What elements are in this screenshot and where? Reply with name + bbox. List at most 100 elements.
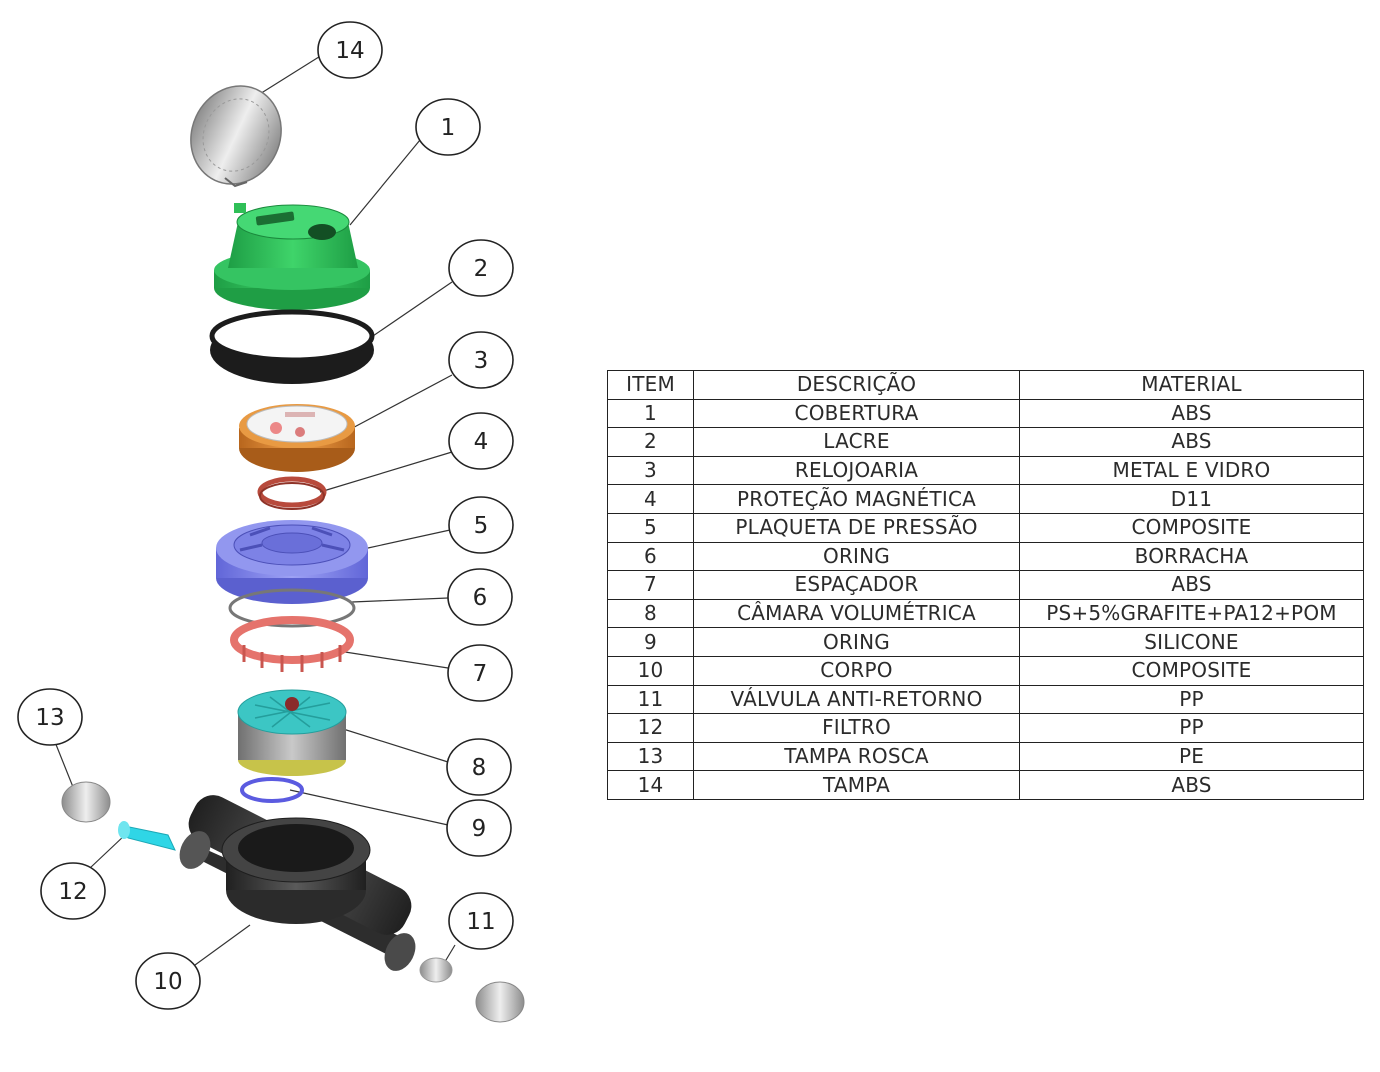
callout-3: 3 [448,331,514,389]
cell-item: 2 [607,427,694,457]
cell-description: PLAQUETA DE PRESSÃO [693,512,1020,543]
cell-material: ABS [1019,770,1364,800]
callout-12: 12 [40,862,106,920]
header-item: ITEM [607,370,694,400]
cell-material: COMPOSITE [1019,512,1364,543]
cell-item: 6 [607,541,694,572]
cell-item: 7 [607,570,694,600]
cell-item: 8 [607,598,694,629]
cell-description: CÂMARA VOLUMÉTRICA [693,598,1020,629]
svg-text:14: 14 [335,38,364,64]
part-6-oring [228,588,356,628]
cell-material: PS+5%GRAFITE+PA12+POM [1019,598,1364,629]
svg-text:9: 9 [472,816,487,842]
header-material: MATERIAL [1019,370,1364,400]
part-3-clockwork [239,404,355,472]
cell-description: PROTEÇÃO MAGNÉTICA [693,484,1020,514]
part-4-magnetic-protection [257,476,327,510]
part-1-cover [214,203,370,310]
cell-description: FILTRO [693,713,1020,743]
svg-text:7: 7 [473,661,488,687]
cell-material: D11 [1019,484,1364,514]
table-header-row: ITEM DESCRIÇÃO MATERIAL [607,370,1364,400]
cell-item: 5 [607,512,694,543]
callout-10: 10 [135,952,201,1010]
cell-item: 12 [607,713,694,743]
cell-item: 10 [607,655,694,686]
cell-material: ABS [1019,570,1364,600]
callout-8: 8 [446,738,512,796]
part-14-lid [190,85,282,188]
callout-13: 13 [17,688,83,746]
cell-item: 14 [607,770,694,800]
cell-description: ESPAÇADOR [693,570,1020,600]
cell-description: LACRE [693,427,1020,457]
svg-text:5: 5 [474,513,489,539]
svg-text:12: 12 [58,879,87,905]
cell-material: SILICONE [1019,627,1364,657]
svg-text:11: 11 [466,909,495,935]
svg-text:2: 2 [474,256,489,282]
svg-text:3: 3 [474,348,489,374]
cell-material: PE [1019,741,1364,772]
callout-6: 6 [447,568,513,626]
callout-14: 14 [317,21,383,79]
callout-1: 1 [415,98,481,156]
part-10-body [179,795,416,971]
callout-11: 11 [448,892,514,950]
callout-labels: 14 1 2 3 4 5 6 7 8 9 10 11 12 13 [17,21,514,1010]
cell-item: 4 [607,484,694,514]
cell-material: ABS [1019,427,1364,457]
part-2-seal [209,309,375,384]
callout-9: 9 [446,799,512,857]
cell-item: 13 [607,741,694,772]
part-8-volumetric-chamber [237,689,347,776]
cell-material: COMPOSITE [1019,655,1364,686]
part-13-threaded-cap [61,781,111,823]
exploded-view-diagram: 14 1 2 3 4 5 6 7 8 9 10 11 12 13 [17,21,525,1023]
part-7-spacer [230,616,354,672]
part-11-check-valve [419,957,525,1023]
svg-text:10: 10 [153,969,182,995]
cell-material: PP [1019,684,1364,715]
cell-item: 9 [607,627,694,657]
leader-lines [54,54,456,971]
cell-material: BORRACHA [1019,541,1364,572]
part-12-filter [118,821,176,851]
cell-description: COBERTURA [693,398,1020,429]
part-9-oring-silicone [240,777,304,803]
callout-2: 2 [448,239,514,297]
cell-description: VÁLVULA ANTI-RETORNO [693,684,1020,715]
svg-text:6: 6 [473,585,488,611]
cell-description: ORING [693,541,1020,572]
cell-item: 11 [607,684,694,715]
part-5-pressure-plate [216,520,368,604]
svg-text:8: 8 [472,755,487,781]
cell-material: METAL E VIDRO [1019,455,1364,486]
cell-material: ABS [1019,398,1364,429]
cell-item: 3 [607,455,694,486]
callout-7: 7 [447,644,513,702]
cell-description: TAMPA [693,770,1020,800]
svg-text:13: 13 [35,705,64,731]
svg-text:1: 1 [441,115,456,141]
header-description: DESCRIÇÃO [693,370,1020,400]
cell-material: PP [1019,713,1364,743]
cell-description: TAMPA ROSCA [693,741,1020,772]
callout-4: 4 [448,412,514,470]
cell-description: CORPO [693,655,1020,686]
cell-description: ORING [693,627,1020,657]
cell-item: 1 [607,398,694,429]
